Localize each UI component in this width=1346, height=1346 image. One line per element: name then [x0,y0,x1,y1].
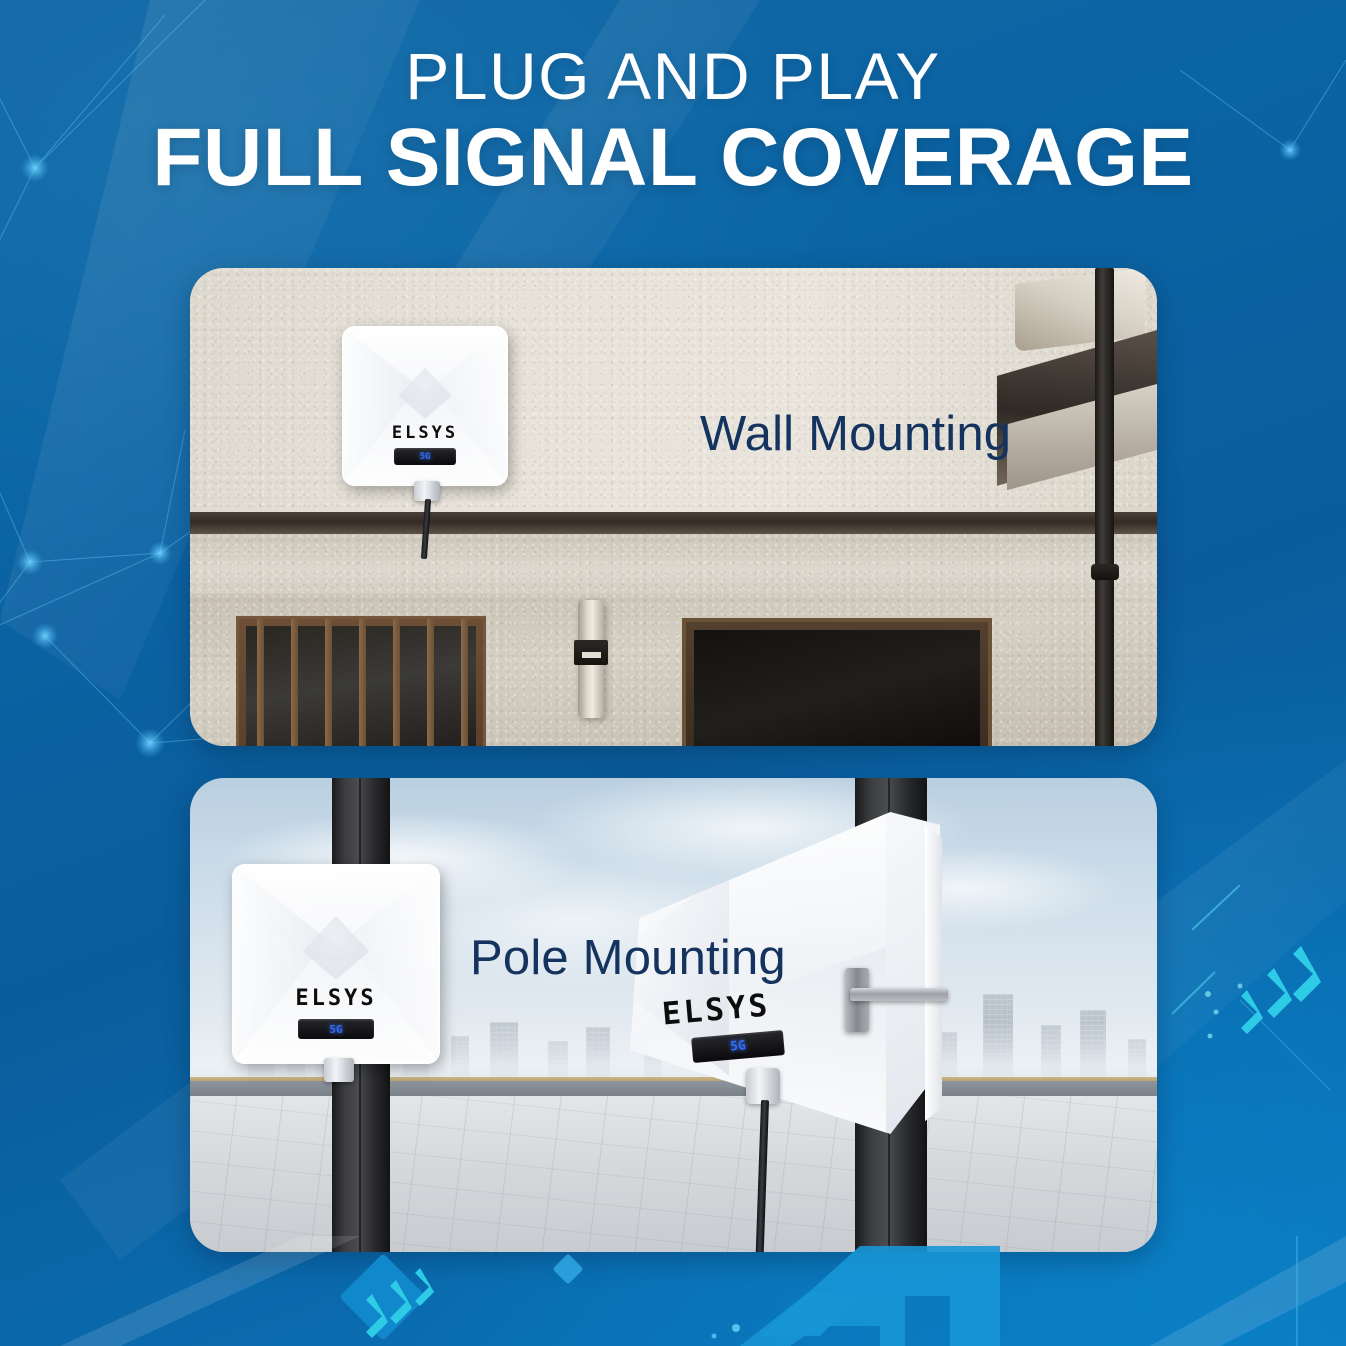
page-title: PLUG AND PLAY FULL SIGNAL COVERAGE [0,42,1346,201]
arrow-chevrons-bottom [60,1236,1346,1346]
entry-door [682,618,992,746]
panel-wall-mounting: ELSYS 5G Wall Mounting [190,268,1157,746]
panel-pole-mounting: ELSYS 5G ELSYS 5G Pole Mounting [190,778,1157,1252]
antenna-brand-label: ELSYS [295,986,377,1011]
antenna-connector [746,1068,780,1104]
antenna-led-text: 5G [329,1022,343,1036]
roof-eave-beam [190,512,1157,534]
caption-wall-mounting: Wall Mounting [700,407,1012,461]
wall-scene-photo [190,268,1157,746]
title-line-2: FULL SIGNAL COVERAGE [152,111,1194,203]
antenna-connector [324,1058,354,1082]
pole-clamp-band [850,988,948,1001]
title-line-1: PLUG AND PLAY [405,39,941,113]
antenna-led-text: 5G [419,451,431,462]
wall-lamp-slot [582,652,601,658]
terrace-railing [190,1076,1157,1084]
caption-pole-mounting: Pole Mounting [470,931,786,985]
barred-window [236,616,486,746]
downspout-pipe [1095,268,1114,746]
antenna-device-wall: ELSYS 5G [342,326,508,560]
antenna-brand-label: ELSYS [391,423,459,443]
antenna-led-text: 5G [729,1038,747,1055]
antenna-edge-highlight [925,824,942,1122]
antenna-device-pole-front: ELSYS 5G [232,864,440,1082]
wall-band [190,534,1157,594]
antenna-led-display: 5G [394,448,456,465]
chevron-accent-right [1241,946,1321,1034]
antenna-device-pole-angled: ELSYS 5G [630,812,942,1252]
door-glass [694,630,980,746]
downspout-elbow [1091,564,1119,580]
antenna-led-display: 5G [298,1019,374,1039]
